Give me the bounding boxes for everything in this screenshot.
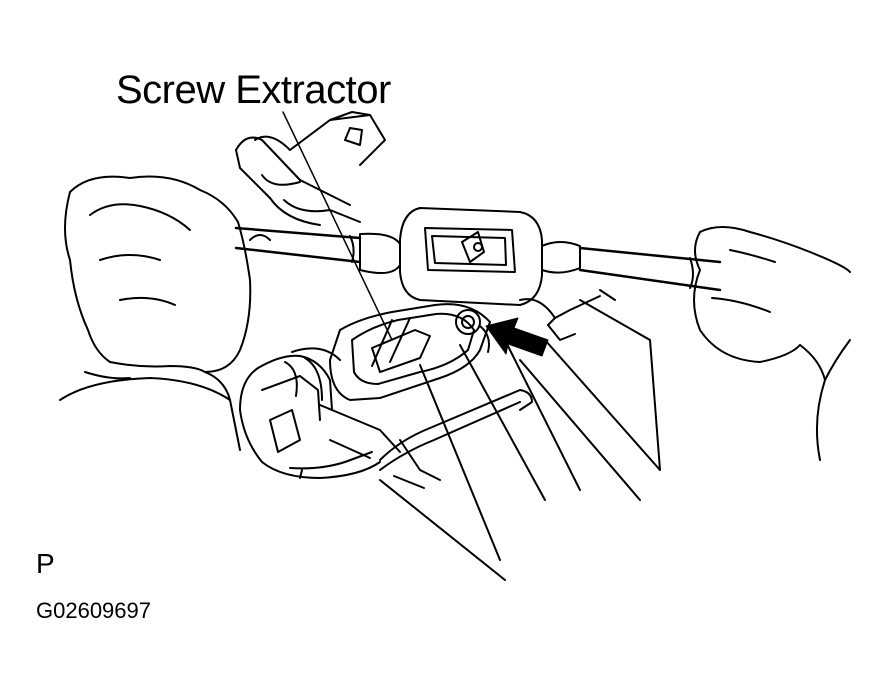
left-hand [60, 177, 270, 451]
right-hand [694, 227, 850, 460]
figure-code: G02609697 [36, 598, 151, 623]
lock-housing [240, 304, 532, 488]
steering-column [236, 112, 660, 580]
position-mark: P [36, 548, 55, 579]
filled-arrow-icon [486, 318, 548, 356]
column-bracket [520, 296, 600, 340]
screw-extractor-label: Screw Extractor [116, 68, 391, 112]
callout-leader-line [283, 112, 392, 340]
